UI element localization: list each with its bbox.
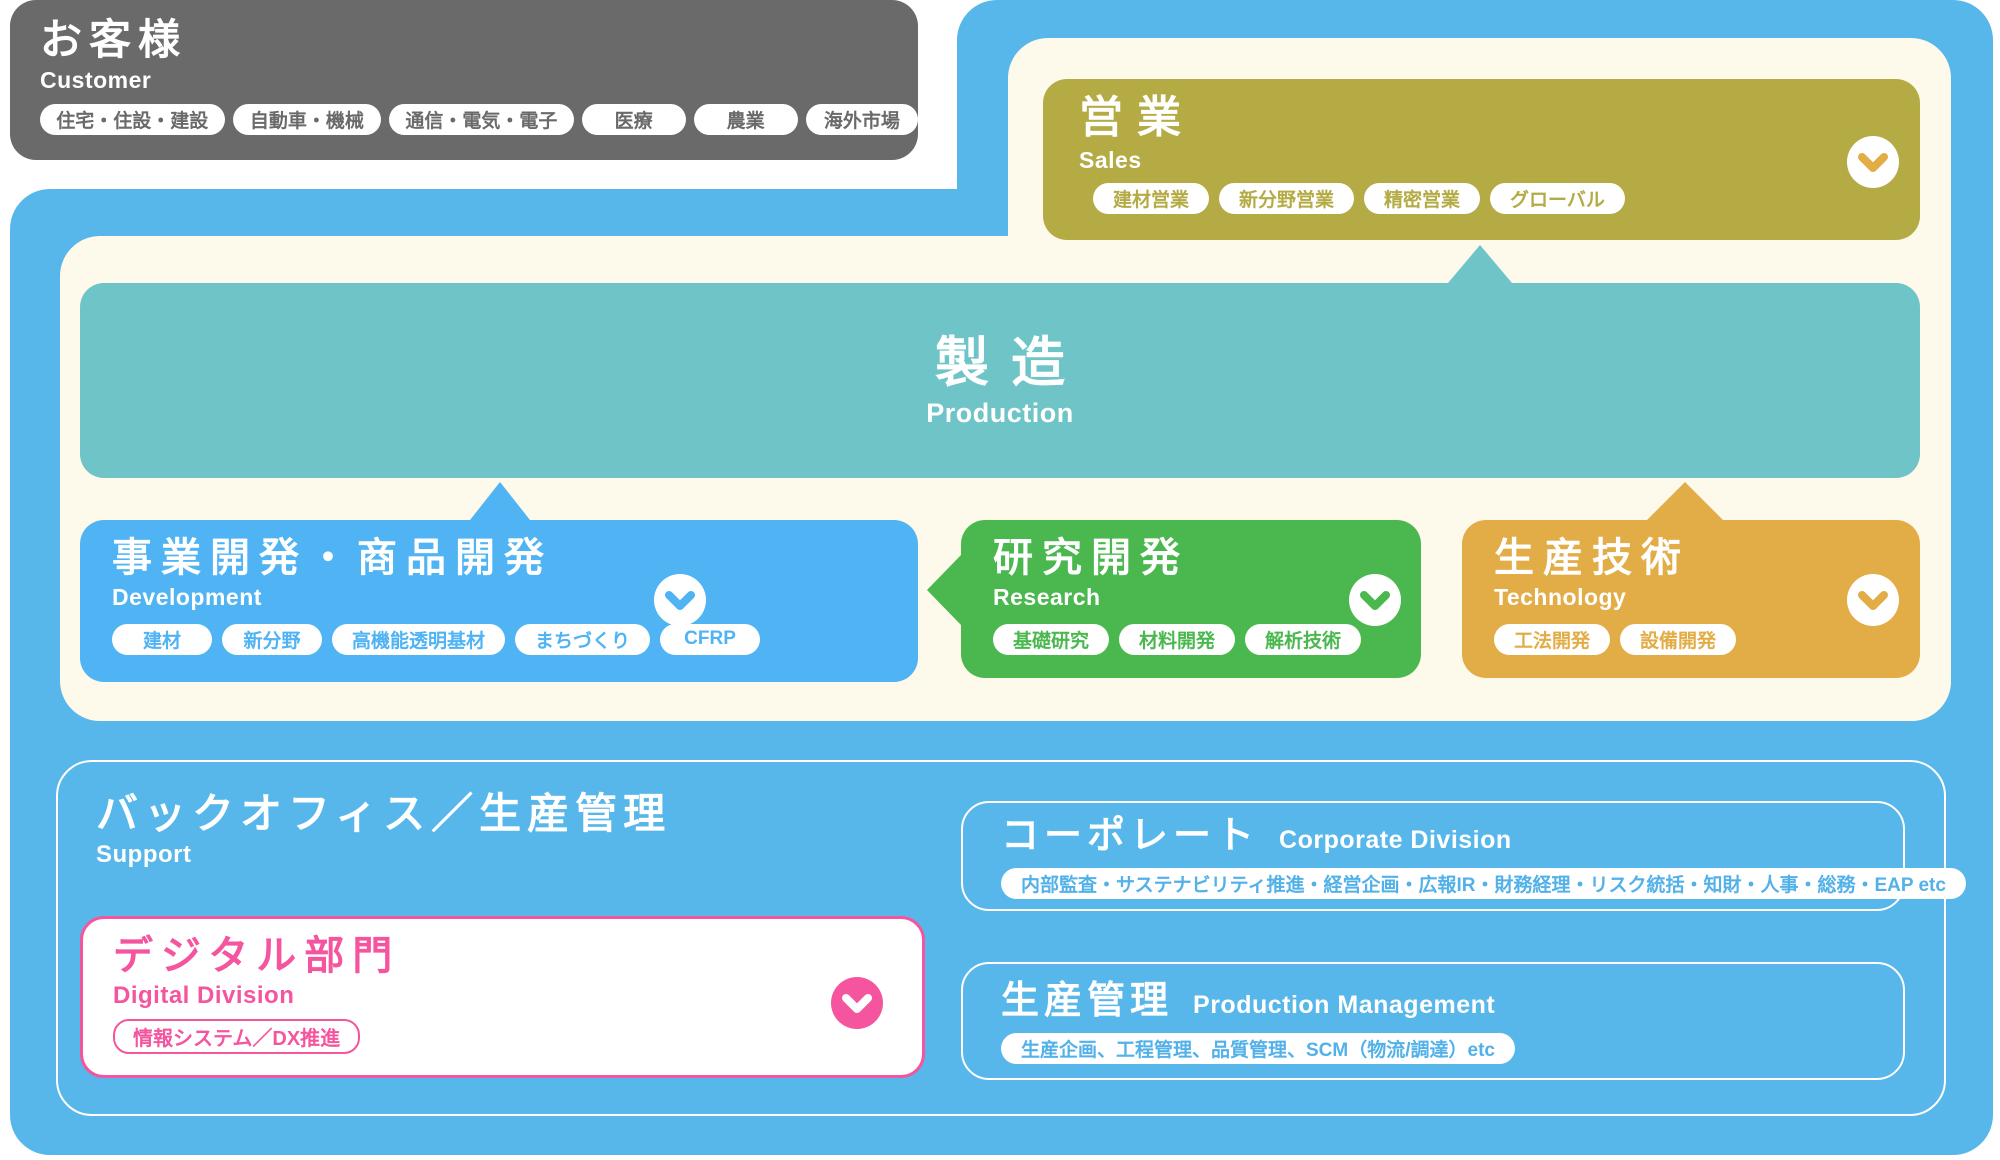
- tag-pill: 新分野営業: [1219, 183, 1355, 215]
- tag-pill: 材料開発: [1119, 623, 1236, 655]
- customer-box: お客様 Customer 住宅・住設・建設自動車・機械通信・電気・電子医療農業海…: [10, 0, 918, 160]
- technology-title: 生産技術: [1494, 536, 1690, 580]
- tag-pill: 精密営業: [1364, 183, 1481, 215]
- digital-pill: 情報システム／DX推進: [113, 1018, 361, 1054]
- digital-title: デジタル部門: [113, 934, 401, 978]
- production-box: 製造 Production: [80, 283, 1920, 478]
- tag-pill: 設備開発: [1620, 623, 1737, 655]
- development-subtitle: Development: [112, 584, 262, 610]
- digital-expand-button[interactable]: [831, 977, 883, 1029]
- tag-pill: 高機能透明基材: [332, 623, 506, 655]
- tag-pill: グローバル: [1490, 183, 1625, 215]
- sales-expand-button[interactable]: [1847, 136, 1899, 188]
- production-management-box: 生産管理 Production Management 生産企画、工程管理、品質管…: [961, 962, 1905, 1080]
- research-box: 研究開発 Research 基礎研究材料開発解析技術: [961, 520, 1421, 678]
- digital-subtitle: Digital Division: [113, 982, 295, 1009]
- chevron-down-icon: [1858, 153, 1888, 172]
- tag-pill: 住宅・住設・建設: [40, 103, 225, 135]
- development-pills: 建材新分野高機能透明基材まちづくり CFRP: [112, 623, 918, 655]
- tag-pill: 建材: [112, 623, 212, 655]
- development-expand-button[interactable]: [654, 574, 706, 626]
- sales-pills: 建材営業新分野営業精密営業グローバル: [1093, 183, 1920, 215]
- tag-pill: 建材営業: [1093, 183, 1210, 215]
- connector-triangle-development-production: [470, 482, 530, 520]
- production-management-title: 生産管理: [1001, 980, 1174, 1022]
- sales-subtitle: Sales: [1079, 146, 1142, 173]
- tag-pill: CFRP: [660, 623, 761, 655]
- tag-pill: 解析技術: [1245, 623, 1362, 655]
- corporate-pill: 内部監査・サステナビリティ推進・経営企画・広報IR・財務経理・リスク統括・知財・…: [1001, 867, 1966, 899]
- chevron-down-icon: [1360, 591, 1390, 610]
- support-subtitle: Support: [96, 841, 192, 869]
- tag-pill: 海外市場: [805, 103, 918, 135]
- technology-box: 生産技術 Technology 工法開発設備開発: [1462, 520, 1920, 678]
- corporate-heading: コーポレート Corporate Division: [1001, 815, 1903, 859]
- customer-pills: 住宅・住設・建設自動車・機械通信・電気・電子医療農業海外市場: [40, 103, 918, 135]
- customer-title: お客様: [40, 16, 188, 63]
- connector-triangle-production-sales: [1448, 245, 1512, 283]
- corporate-title: コーポレート: [1001, 815, 1260, 857]
- tag-pill: 自動車・機械: [232, 103, 382, 135]
- production-title: 製造: [935, 332, 1087, 393]
- technology-subtitle: Technology: [1494, 584, 1627, 610]
- production-management-pill: 生産企画、工程管理、品質管理、SCM（物流/調達）etc: [1001, 1032, 1515, 1064]
- production-subtitle: Production: [926, 397, 1074, 428]
- production-management-subtitle: Production Management: [1193, 991, 1496, 1019]
- tag-pill: まちづくり: [515, 623, 651, 655]
- tag-pill: 通信・電気・電子: [389, 103, 574, 135]
- tag-pill: 基礎研究: [993, 623, 1110, 655]
- support-title: バックオフィス／生産管理: [96, 790, 672, 837]
- chevron-down-icon: [665, 591, 695, 610]
- production-management-heading: 生産管理 Production Management: [1001, 980, 1903, 1024]
- technology-pills: 工法開発設備開発: [1494, 623, 1920, 655]
- sales-box: 営業 Sales 建材営業新分野営業精密営業グローバル: [1043, 79, 1920, 240]
- support-heading: バックオフィス／生産管理 Support: [96, 790, 671, 870]
- chevron-down-icon: [1858, 591, 1888, 610]
- development-box: 事業開発・商品開発 Development 建材新分野高機能透明基材まちづくり C…: [80, 520, 918, 682]
- tag-pill: 農業: [693, 103, 798, 135]
- research-expand-button[interactable]: [1349, 574, 1401, 626]
- tag-pill: 医療: [581, 103, 686, 135]
- research-title: 研究開発: [993, 536, 1189, 580]
- chevron-down-icon: [842, 994, 872, 1013]
- digital-division-box: デジタル部門 Digital Division 情報システム／DX推進: [80, 916, 925, 1078]
- tag-pill: 新分野: [222, 623, 322, 655]
- support-section-outline: [56, 760, 1946, 1116]
- customer-subtitle: Customer: [40, 67, 152, 94]
- tag-pill: 工法開発: [1494, 623, 1611, 655]
- technology-expand-button[interactable]: [1847, 574, 1899, 626]
- development-title: 事業開発・商品開発: [112, 536, 553, 580]
- research-pills: 基礎研究材料開発解析技術: [993, 623, 1421, 655]
- connector-triangle-research-development: [927, 555, 961, 625]
- corporate-subtitle: Corporate Division: [1279, 826, 1512, 854]
- sales-title: 営業: [1079, 93, 1195, 142]
- connector-triangle-technology-production: [1647, 482, 1723, 520]
- research-subtitle: Research: [993, 584, 1101, 610]
- corporate-box: コーポレート Corporate Division 内部監査・サステナビリティ推…: [961, 801, 1966, 911]
